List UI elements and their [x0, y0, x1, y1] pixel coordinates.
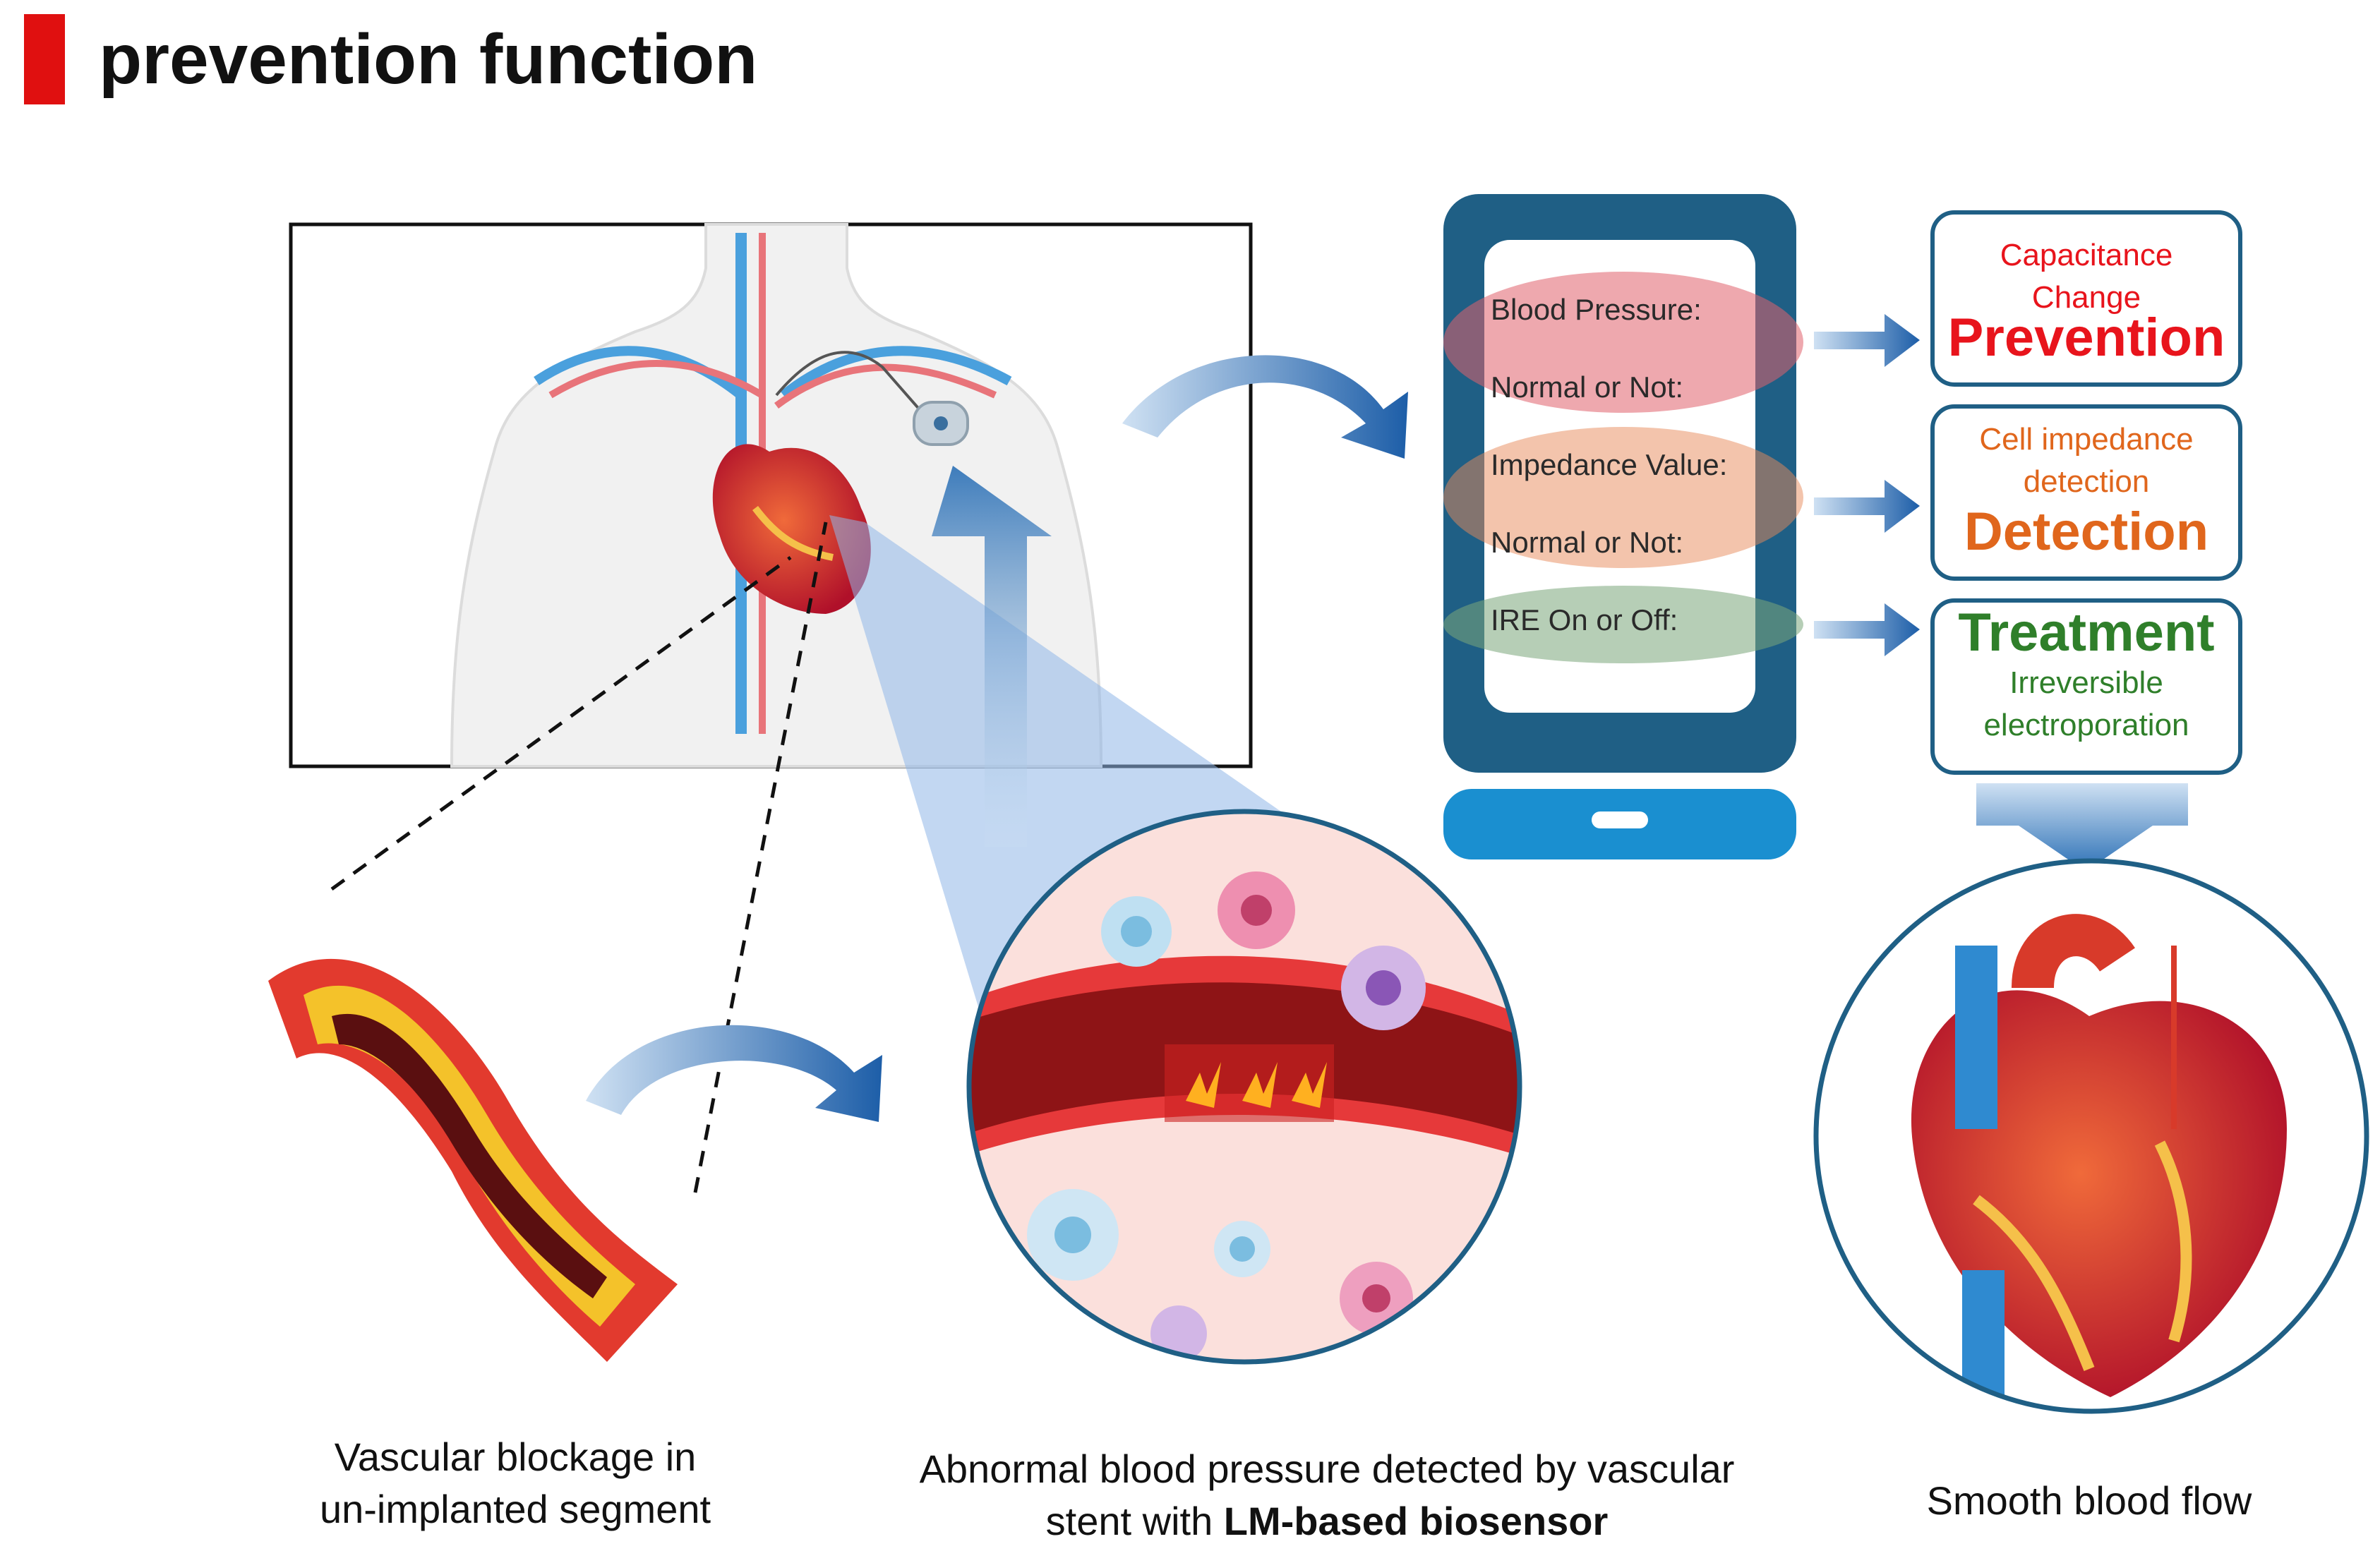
caption-abnormal-line1: Abnormal blood pressure detected by vasc… [919, 1447, 1735, 1491]
heart-circle [1813, 858, 2369, 1414]
caption-vascular-line2: un-implanted segment [319, 1487, 711, 1531]
treatment-box: Treatment Irreversible electroporation [1930, 598, 2242, 775]
page-title: prevention function [99, 20, 758, 99]
caption-vascular-blockage: Vascular blockage in un-implanted segmen… [268, 1431, 762, 1535]
phone-line-normal-2: Normal or Not: [1491, 526, 1684, 559]
treatment-label: Treatment [1958, 603, 2215, 663]
caption-abnormal-prefix: stent with [1045, 1499, 1224, 1543]
prevention-box: Capacitance Change Prevention [1930, 210, 2242, 387]
zoom-circle [966, 809, 1522, 1365]
caption-abnormal-pressure: Abnormal blood pressure detected by vasc… [868, 1443, 1786, 1547]
phone-line-normal-1: Normal or Not: [1491, 370, 1684, 404]
phone-line-blood-pressure: Blood Pressure: [1491, 293, 1702, 326]
caption-smooth-flow: Smooth blood flow [1926, 1478, 2252, 1523]
detection-label: Detection [1964, 502, 2209, 562]
phone-line-impedance: Impedance Value: [1491, 448, 1728, 481]
blocked-vessel [268, 958, 678, 1362]
caption-lm-biosensor: LM-based biosensor [1223, 1499, 1609, 1543]
body-panel [289, 222, 1253, 768]
detection-sub: Cell impedance detection [1979, 422, 2194, 499]
box-arrows [1814, 314, 1920, 656]
phone-device [1443, 194, 1803, 859]
prevention-label: Prevention [1947, 308, 2225, 368]
title-accent-bar [24, 14, 65, 104]
caption-abnormal-line2: stent with LM-based biosensor [868, 1495, 1786, 1547]
prevention-sub: Capacitance Change [2000, 238, 2173, 315]
detection-box: Cell impedance detection Detection [1930, 404, 2242, 581]
caption-vascular-line1: Vascular blockage in [334, 1435, 697, 1479]
treatment-sub: Irreversible electroporation [1983, 665, 2189, 742]
phone-line-ire: IRE On or Off: [1491, 603, 1678, 636]
